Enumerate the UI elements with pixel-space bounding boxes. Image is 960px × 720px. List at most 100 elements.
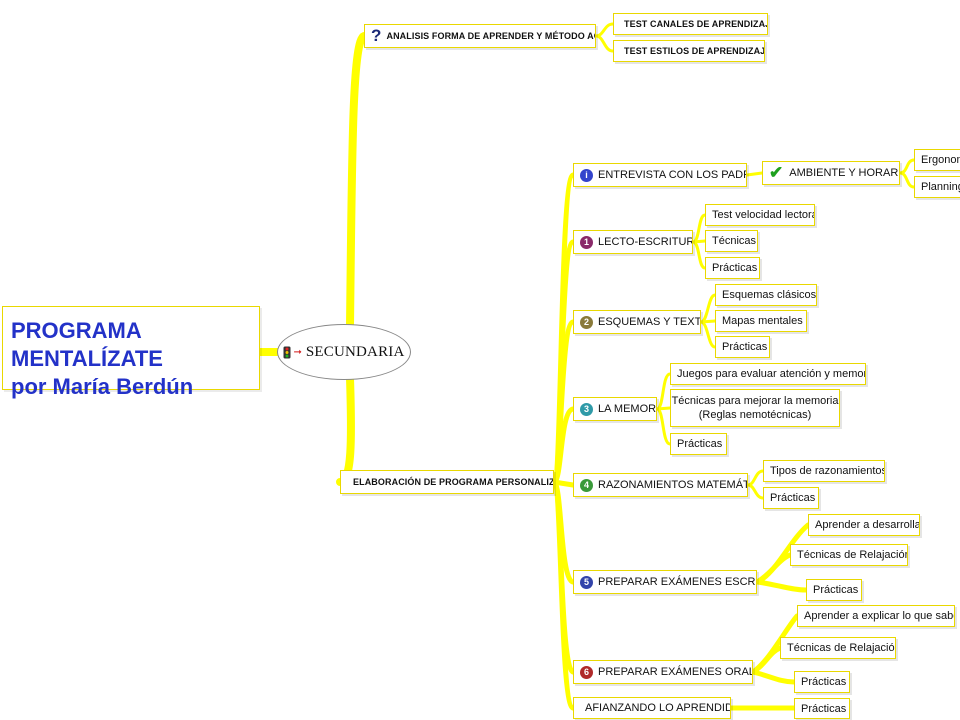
topic-afianzando[interactable]: AFIANZANDO LO APRENDIDO	[573, 697, 731, 719]
ambiente-horarios-label: AMBIENTE Y HORARIOS	[789, 167, 899, 179]
orales-child-node[interactable]: Prácticas	[794, 671, 850, 693]
esquemas-child-label: Esquemas clásicos	[722, 289, 817, 301]
branch-elaboracion-path	[336, 374, 355, 486]
razonamientos-child-node[interactable]: Tipos de razonamientos	[763, 460, 885, 482]
escritos-child-node[interactable]: Prácticas	[806, 579, 862, 601]
link-afianzando	[551, 479, 576, 711]
lecto-child-node[interactable]: Técnicas	[705, 230, 758, 252]
link-canales	[594, 22, 615, 38]
topic-orales-label: PREPARAR EXÁMENES ORALES	[598, 666, 753, 678]
central-node[interactable]: ➞ SECUNDARIA	[277, 324, 411, 380]
esquemas-child-node[interactable]: Mapas mentales	[715, 310, 807, 332]
memoria-child-node[interactable]: Juegos para evaluar atención y memoria	[670, 363, 866, 385]
razonamientos-child-label: Prácticas	[770, 492, 816, 504]
topic-esquemas-label: ESQUEMAS Y TEXTOS	[598, 316, 701, 328]
topic-esquemas[interactable]: 2 ESQUEMAS Y TEXTOS	[573, 310, 701, 334]
memoria-child-label: Juegos para evaluar atención y memoria	[677, 368, 866, 380]
planning-label: Planning	[921, 181, 960, 193]
topic-razonamientos-label: RAZONAMIENTOS MATEMÁTICOS	[598, 479, 747, 491]
orales-child-node[interactable]: Aprender a explicar lo que sabes	[797, 605, 955, 627]
lecto-child-label: Prácticas	[712, 262, 758, 274]
number-badge-icon: 4	[580, 478, 593, 492]
map-title-line2: por María Berdún	[11, 374, 194, 399]
ambiente-horarios-node[interactable]: ✔ AMBIENTE Y HORARIOS	[762, 161, 900, 185]
topic-razonamientos[interactable]: 4 RAZONAMIENTOS MATEMÁTICOS	[573, 473, 748, 497]
link-planning	[898, 171, 916, 189]
afianzando-child-label: Prácticas	[801, 702, 847, 715]
link-lecto-3	[691, 240, 707, 270]
link-memoria-3	[655, 407, 672, 446]
escritos-child-label: Prácticas	[813, 584, 859, 596]
branch-analisis[interactable]: ? ANALISIS FORMA DE APRENDER Y MÉTODO AC…	[364, 24, 596, 48]
escritos-child-label: Técnicas de Relajación	[797, 549, 908, 561]
branch-elaboracion[interactable]: ELABORACIÓN DE PROGRAMA PERSONALIZADO	[340, 470, 554, 494]
link-esquemas-3	[699, 320, 717, 349]
lecto-child-node[interactable]: Test velocidad lectora	[705, 204, 815, 226]
topic-escritos[interactable]: 5 PREPARAR EXÁMENES ESCRITOS	[573, 570, 757, 594]
topic-orales[interactable]: 6 PREPARAR EXÁMENES ORALES	[573, 660, 753, 684]
orales-child-label: Aprender a explicar lo que sabes	[804, 610, 955, 622]
topic-lecto[interactable]: 1 LECTO-ESCRITURA	[573, 230, 693, 254]
ergonomia-node[interactable]: Ergonomía	[914, 149, 960, 171]
memoria-child-node[interactable]: Técnicas para mejorar la memoria (Reglas…	[670, 389, 840, 427]
question-icon: ?	[371, 26, 382, 45]
link-razon-1	[746, 469, 765, 487]
memoria-child-label: Técnicas para mejorar la memoria	[671, 395, 839, 407]
link-ergonomia	[898, 158, 916, 175]
topic-entrevista[interactable]: i ENTREVISTA CON LOS PADRES	[573, 163, 747, 187]
planning-node[interactable]: Planning	[914, 176, 960, 198]
topic-memoria[interactable]: 3 LA MEMORIA	[573, 397, 657, 421]
map-title: PROGRAMA MENTALÍZATE por María Berdún	[2, 306, 260, 399]
esquemas-child-label: Mapas mentales	[722, 315, 803, 327]
number-badge-icon: 3	[580, 402, 593, 416]
esquemas-child-node[interactable]: Esquemas clásicos	[715, 284, 817, 306]
number-badge-icon: 2	[580, 315, 593, 329]
link-estilos	[594, 34, 615, 53]
link-esquemas	[551, 319, 576, 485]
esquemas-child-label: Prácticas	[722, 341, 768, 353]
razonamientos-child-node[interactable]: Prácticas	[763, 487, 819, 509]
link-lecto-1	[691, 213, 707, 244]
traffic-light-icon	[283, 346, 291, 358]
lecto-child-node[interactable]: Prácticas	[705, 257, 760, 279]
number-badge-icon: 5	[580, 575, 593, 589]
topic-entrevista-label: ENTREVISTA CON LOS PADRES	[598, 169, 746, 181]
escritos-child-node[interactable]: Técnicas de Relajación	[790, 544, 908, 566]
test-estilos-node[interactable]: TEST ESTILOS DE APRENDIZAJE	[613, 40, 765, 62]
branch-analisis-path	[346, 32, 368, 330]
topic-escritos-label: PREPARAR EXÁMENES ESCRITOS	[598, 576, 756, 588]
link-escritos-2	[754, 552, 793, 585]
test-canales-node[interactable]: TEST CANALES DE APRENDIZAJE	[613, 13, 768, 35]
link-orales-3	[750, 669, 797, 685]
link-orales-2	[750, 645, 783, 675]
razonamientos-child-label: Tipos de razonamientos	[770, 465, 885, 477]
afianzando-child-node[interactable]: Prácticas	[794, 698, 850, 719]
lecto-child-label: Test velocidad lectora	[712, 209, 815, 221]
link-ambiente	[745, 171, 764, 177]
memoria-child-sublabel: (Reglas nemotécnicas)	[698, 409, 812, 421]
escritos-child-label: Aprender a desarrollar	[815, 519, 920, 531]
test-estilos-label: TEST ESTILOS DE APRENDIZAJE	[624, 46, 765, 56]
link-esquemas-1	[699, 293, 717, 324]
ergonomia-label: Ergonomía	[921, 154, 960, 166]
branch-analisis-label: ANALISIS FORMA DE APRENDER Y MÉTODO ACTU…	[386, 31, 595, 41]
memoria-child-node[interactable]: Prácticas	[670, 433, 727, 455]
branch-elaboracion-label: ELABORACIÓN DE PROGRAMA PERSONALIZADO	[353, 477, 554, 487]
link-razon-2	[746, 483, 765, 500]
orales-child-node[interactable]: Técnicas de Relajación	[780, 637, 896, 659]
topic-afianzando-label: AFIANZANDO LO APRENDIDO	[585, 702, 731, 714]
map-title-line1: PROGRAMA MENTALÍZATE	[11, 318, 163, 371]
test-canales-label: TEST CANALES DE APRENDIZAJE	[624, 19, 768, 29]
number-badge-icon: 1	[580, 235, 593, 249]
checkmark-icon: ✔	[769, 163, 784, 182]
esquemas-child-node[interactable]: Prácticas	[715, 336, 770, 358]
link-escritos-3	[754, 579, 809, 593]
memoria-child-label: Prácticas	[677, 438, 723, 450]
escritos-child-node[interactable]: Aprender a desarrollar	[808, 514, 920, 536]
topic-memoria-label: LA MEMORIA	[598, 403, 657, 415]
lecto-child-label: Técnicas	[712, 235, 757, 247]
orales-child-label: Técnicas de Relajación	[787, 642, 896, 654]
link-memoria-1	[655, 372, 672, 411]
info-badge-icon: i	[580, 168, 593, 182]
